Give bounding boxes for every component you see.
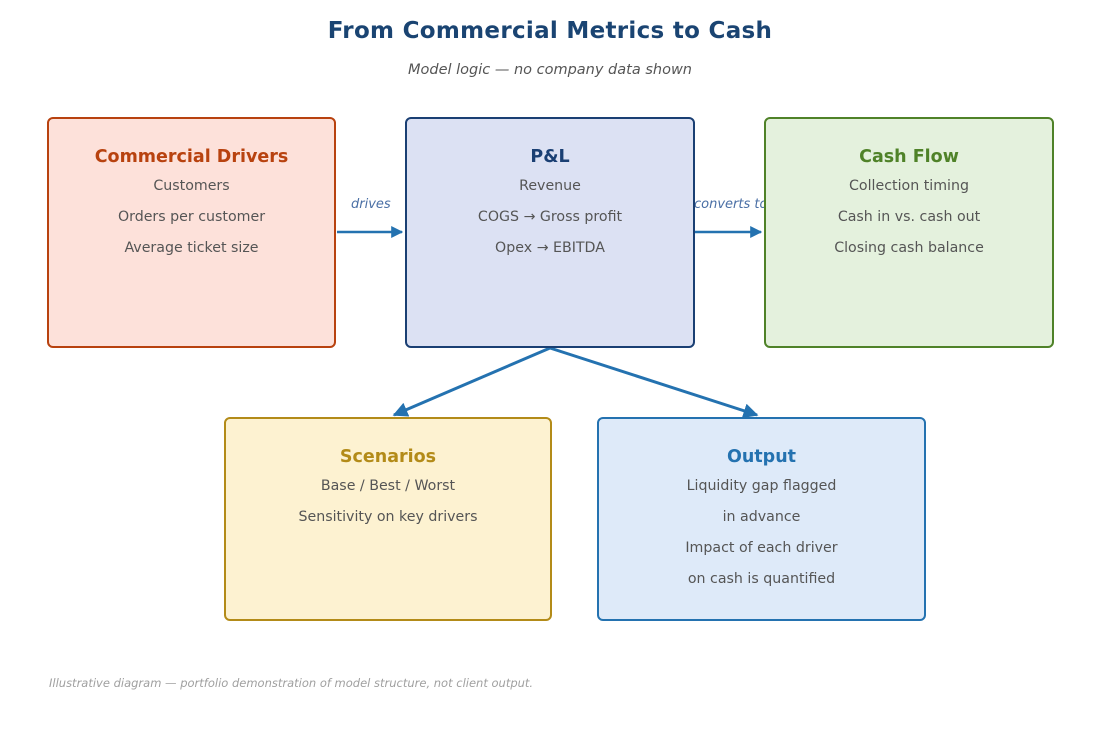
box-line: Collection timing xyxy=(849,178,969,194)
pl-title: P&L xyxy=(530,147,570,167)
box-line: Impact of each driver xyxy=(685,540,838,556)
box-line: Revenue xyxy=(519,178,581,194)
scenarios-box: Scenarios Base / Best / Worst Sensitivit… xyxy=(224,417,552,621)
edge-label-drives: drives xyxy=(349,197,393,212)
box-line: COGS → Gross profit xyxy=(477,209,623,225)
commercial-drivers-box: Commercial Drivers Customers Orders per … xyxy=(47,117,336,348)
page-subtitle: Model logic — no company data shown xyxy=(407,62,692,78)
cash-flow-box: Cash Flow Collection timing Cash in vs. … xyxy=(764,117,1054,348)
box-line: on cash is quantified xyxy=(687,571,836,587)
box-line: Closing cash balance xyxy=(834,240,984,256)
box-line: Customers xyxy=(153,178,230,194)
scenarios-title: Scenarios xyxy=(339,447,437,467)
box-line: Base / Best / Worst xyxy=(320,478,456,494)
page-title: From Commercial Metrics to Cash xyxy=(327,18,773,44)
edge-label-converts-to: converts to xyxy=(692,197,770,212)
pl-box: P&L Revenue COGS → Gross profit Opex → E… xyxy=(405,117,695,348)
arrow-pl-to-scenarios xyxy=(392,346,551,417)
box-line: Liquidity gap flagged xyxy=(686,478,837,494)
output-box: Output Liquidity gap flagged in advance … xyxy=(597,417,926,621)
output-title: Output xyxy=(726,447,797,467)
box-line: Sensitivity on key drivers xyxy=(298,509,478,525)
cash-flow-title: Cash Flow xyxy=(859,147,959,167)
box-line: Orders per customer xyxy=(117,209,266,225)
box-line: in advance xyxy=(722,509,801,525)
footnote: Illustrative diagram — portfolio demonst… xyxy=(49,676,534,690)
box-line: Opex → EBITDA xyxy=(495,240,605,256)
box-line: Average ticket size xyxy=(124,240,259,256)
box-line: Cash in vs. cash out xyxy=(837,209,981,225)
commercial-drivers-title: Commercial Drivers xyxy=(94,147,289,167)
arrow-pl-to-output xyxy=(549,346,759,418)
